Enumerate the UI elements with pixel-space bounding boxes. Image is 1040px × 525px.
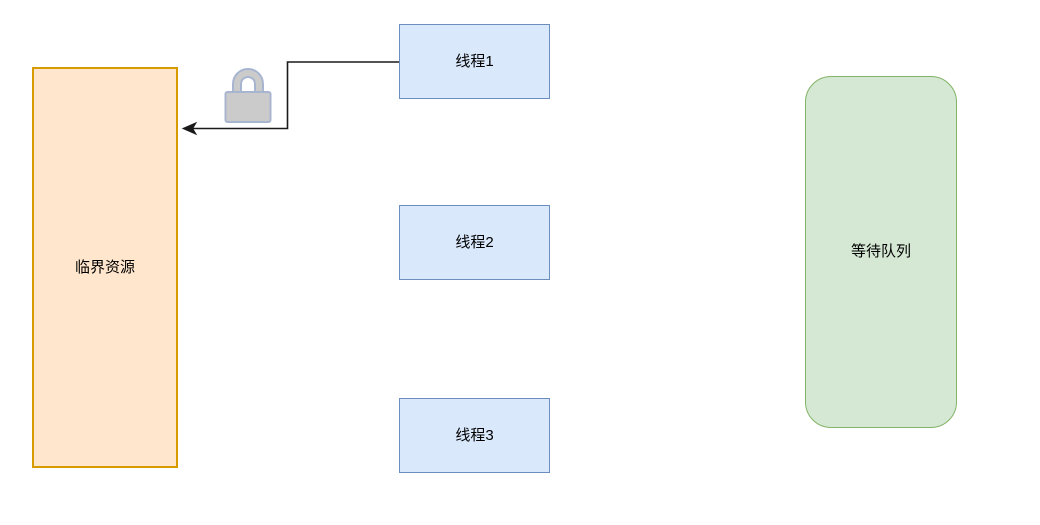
lock-body bbox=[224, 91, 272, 123]
thread-1-box: 线程1 bbox=[399, 24, 550, 99]
thread-3-label: 线程3 bbox=[455, 426, 494, 444]
thread-2-label: 线程2 bbox=[455, 233, 494, 251]
thread-1-label: 线程1 bbox=[455, 52, 494, 70]
arrowhead-icon bbox=[181, 121, 198, 136]
thread-2-box: 线程2 bbox=[399, 205, 550, 280]
wait-queue-label: 等待队列 bbox=[850, 243, 911, 260]
lock-icon bbox=[224, 68, 272, 123]
critical-resource-box: 临界资源 bbox=[32, 67, 178, 468]
lock-shackle bbox=[232, 68, 264, 94]
thread-3-box: 线程3 bbox=[399, 398, 550, 473]
thread1-to-resource-connector bbox=[190, 61, 399, 130]
wait-queue-box: 等待队列 bbox=[805, 76, 957, 428]
critical-resource-label: 临界资源 bbox=[74, 258, 135, 276]
